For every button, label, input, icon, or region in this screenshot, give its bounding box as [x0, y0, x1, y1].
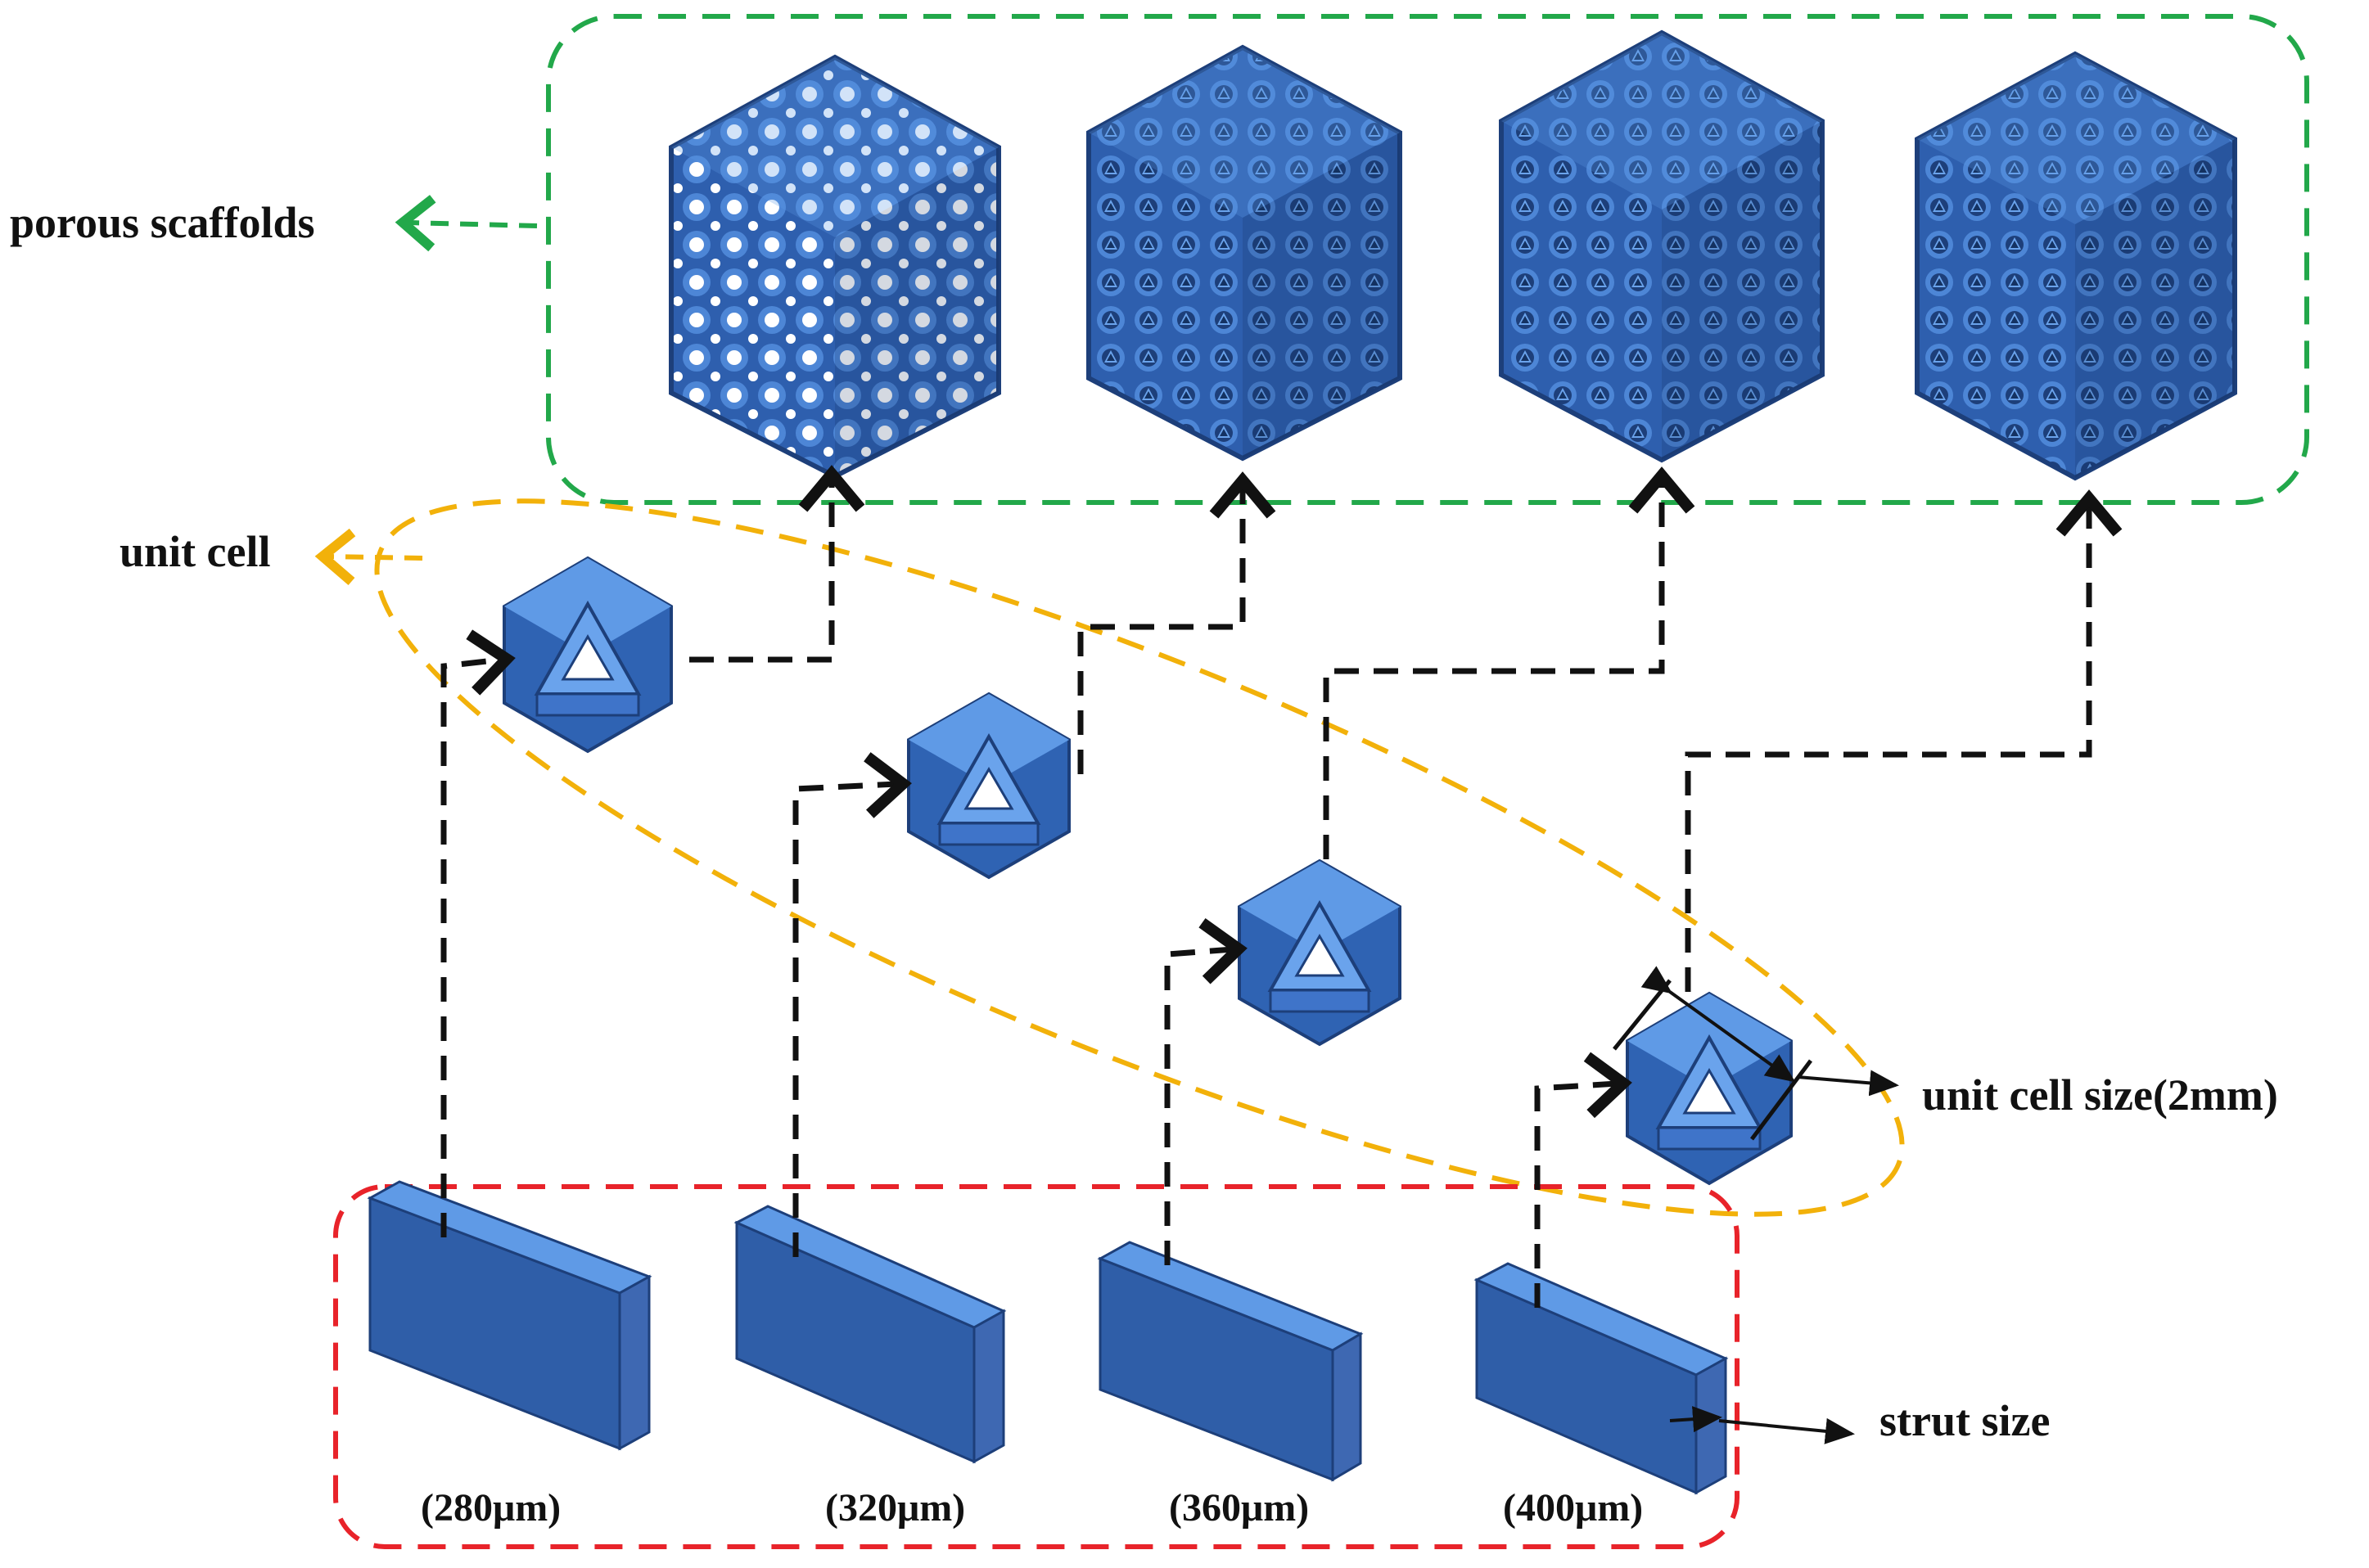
- porous-scaffold-1: [669, 54, 1001, 480]
- unit-cell-1: [503, 556, 673, 754]
- strut-4: [1473, 1262, 1729, 1495]
- strut-size-label: strut size: [1879, 1396, 2050, 1445]
- unit-cell-3: [1238, 858, 1401, 1047]
- unit-cell-pointer-arrow: [314, 528, 423, 586]
- porous-scaffold-3: [1499, 29, 1825, 463]
- strut-group-outline: [333, 1184, 1740, 1549]
- porous-scaffold-4: [1915, 51, 2237, 481]
- connector-cell-4-to-scaffold-4: [1685, 489, 2123, 992]
- scaffold-group-outline: [546, 14, 2309, 505]
- porous-scaffolds-label: porous scaffolds: [10, 198, 315, 247]
- strut-1-size-label: (280μm): [421, 1486, 561, 1530]
- connector-strut-4-to-cell-4: [1534, 1052, 1632, 1308]
- strut-2-size-label: (320μm): [825, 1486, 965, 1530]
- unit-cell-2: [907, 692, 1071, 880]
- strut-4-size-label: (400μm): [1503, 1486, 1643, 1530]
- strut-3: [1097, 1241, 1364, 1482]
- strut-size-dimension: [1669, 1406, 1855, 1444]
- unit-cell-group-outline: [374, 498, 1905, 1217]
- porous-scaffold-2: [1086, 44, 1402, 462]
- strut-1: [367, 1180, 652, 1451]
- connector-strut-1-to-cell-1: [440, 629, 516, 1237]
- connector-cell-1-to-scaffold-1: [689, 465, 865, 663]
- connector-cell-2-to-scaffold-2: [1077, 471, 1276, 774]
- unit-cell-label: unit cell: [120, 527, 271, 576]
- unit-cell-size-label: unit cell size(2mm): [1922, 1070, 2278, 1120]
- unit-cell-size-dimension: [1613, 966, 1899, 1141]
- connector-strut-3-to-cell-3: [1164, 918, 1248, 1265]
- scaffold-pointer-arrow: [395, 195, 538, 252]
- connectors: [440, 465, 2123, 1308]
- strut-3-size-label: (360μm): [1169, 1486, 1309, 1530]
- connector-cell-3-to-scaffold-3: [1323, 466, 1695, 859]
- strut-2: [733, 1205, 1007, 1464]
